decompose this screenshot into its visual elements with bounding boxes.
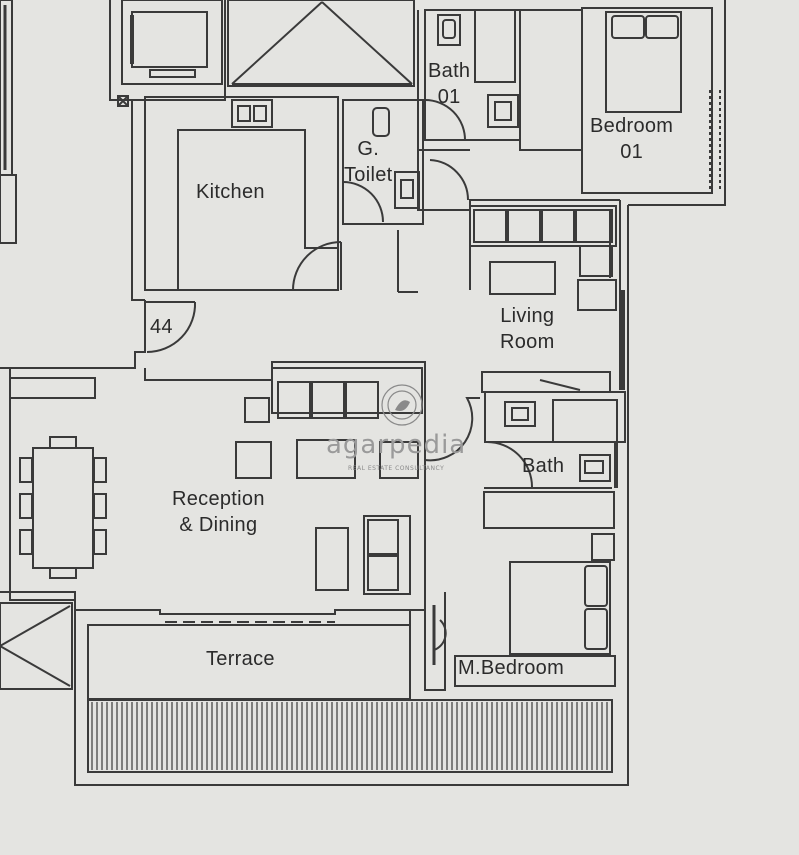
label-bath-01: Bath 01 [428,60,471,108]
bath-room [481,371,626,489]
watermark-logo-icon [381,384,423,426]
terrace-area [0,592,411,700]
label-master-bedroom: M.Bedroom [458,657,565,679]
master-bedroom-room [424,491,616,691]
top-gable [227,0,415,87]
guest-toilet [342,99,424,293]
label-g-toilet: G. Toilet [344,138,393,186]
watermark-tagline: REAL ESTATE CONSULTANCY [348,465,445,472]
entrance-door [145,301,197,354]
watermark-name: agarpedia [326,430,467,460]
bedroom-01-room [519,7,721,194]
utility-room [109,0,226,107]
balcony-railing [87,699,613,773]
label-bath: Bath [522,455,565,477]
label-reception-dining: Reception & Dining [172,488,265,536]
label-bedroom-01: Bedroom 01 [590,115,674,163]
label-kitchen: Kitchen [196,181,265,203]
living-room [469,205,625,390]
kitchen-room [144,96,342,291]
left-edge-wall [0,0,17,244]
label-terrace: Terrace [206,648,275,670]
label-unit-number: 44 [150,316,173,338]
label-living-room: Living Room [500,305,555,353]
